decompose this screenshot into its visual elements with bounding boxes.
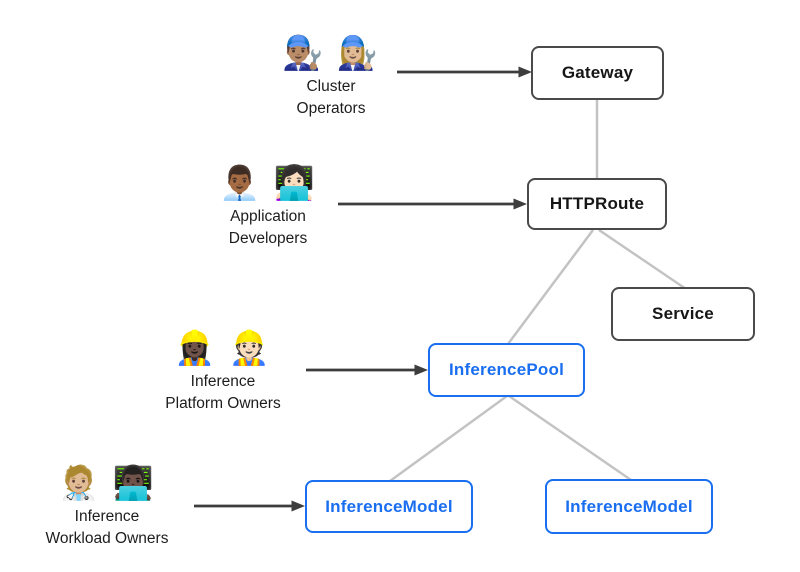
inference-workload-owners-label-line1: Inference xyxy=(74,507,140,525)
node-inferencemodel-left-label: InferenceModel xyxy=(325,496,453,516)
inference-workload-owners-label: Inference Workload Owners xyxy=(46,506,169,551)
inference-platform-owners-emoji-icon: 👷🏿‍♀️ 👷🏻 xyxy=(174,329,272,366)
application-developers-label-line2: Developers xyxy=(228,230,308,248)
application-developers-emoji-icon: 👨🏾‍💼 👩🏻‍💻 xyxy=(219,164,317,201)
node-gateway-label: Gateway xyxy=(561,63,634,82)
inference-workload-owners-emoji-icon: 🧑🏼‍⚕️ 👨🏿‍💻 xyxy=(58,464,156,501)
inference-platform-owners-label-line1: Inference xyxy=(190,372,256,390)
node-inferencemodel-left: InferenceModel xyxy=(305,480,473,533)
cluster-operators-label-line1: Cluster xyxy=(306,77,356,95)
node-inferencemodel-right: InferenceModel xyxy=(545,479,713,534)
cluster-operators-label: Cluster Operators xyxy=(297,76,366,121)
node-inferencepool-label: InferencePool xyxy=(448,360,565,379)
node-service: Service xyxy=(611,287,755,341)
cluster-operators-label-line2: Operators xyxy=(296,100,366,118)
persona-inference-workload-owners: 🧑🏼‍⚕️ 👨🏿‍💻 Inference Workload Owners xyxy=(7,463,207,551)
node-gateway: Gateway xyxy=(531,46,664,100)
application-developers-label-line1: Application xyxy=(230,207,306,225)
connector-httproute-service xyxy=(598,228,687,291)
connector-inferencepool-inferencemodel-right xyxy=(508,394,632,482)
application-developers-label: Application Developers xyxy=(229,206,307,251)
persona-application-developers: 👨🏾‍💼 👩🏻‍💻 Application Developers xyxy=(168,163,368,251)
persona-inference-platform-owners: 👷🏿‍♀️ 👷🏻 Inference Platform Owners xyxy=(123,328,323,416)
node-inferencepool: InferencePool xyxy=(428,343,585,397)
persona-cluster-operators: 👨🏽‍🔧 👩🏼‍🔧 Cluster Operators xyxy=(231,33,431,121)
inference-platform-owners-label-line2: Platform Owners xyxy=(165,395,281,413)
node-httproute-label: HTTPRoute xyxy=(549,194,645,213)
node-httproute: HTTPRoute xyxy=(527,178,667,230)
cluster-operators-emoji-icon: 👨🏽‍🔧 👩🏼‍🔧 xyxy=(282,34,380,71)
node-inferencemodel-right-label: InferenceModel xyxy=(565,496,693,516)
connector-inferencepool-inferencemodel-left xyxy=(389,394,508,483)
node-service-label: Service xyxy=(652,304,714,323)
inference-platform-owners-label: Inference Platform Owners xyxy=(165,371,280,416)
connector-httproute-inferencepool xyxy=(506,229,595,345)
inference-workload-owners-label-line2: Workload Owners xyxy=(45,530,169,548)
